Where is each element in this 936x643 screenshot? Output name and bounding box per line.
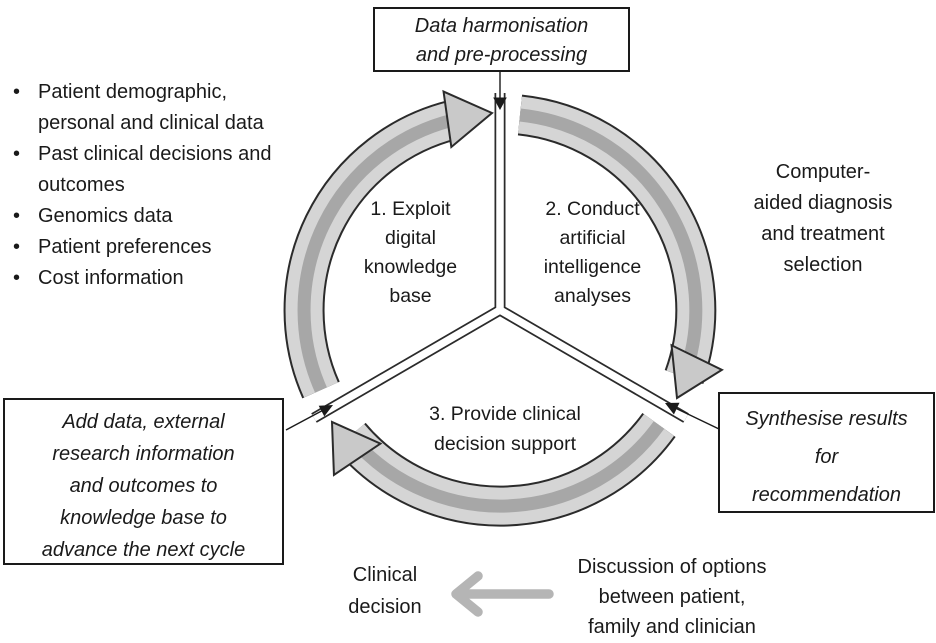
step-text: 1. Exploit	[370, 198, 451, 220]
cycle-step-2-label: 2. Conduct artificial intelligence analy…	[520, 195, 665, 311]
step-text: base	[389, 285, 432, 307]
label-text: Computer-	[775, 161, 871, 183]
cycle-arrowhead-right-icon	[670, 343, 724, 400]
bullet-icon	[8, 232, 38, 263]
cycle-arrowhead-top-icon	[442, 89, 494, 149]
data-harmonisation-box: Data harmonisation and pre-processing	[373, 7, 630, 72]
label-text: selection	[783, 254, 863, 276]
list-item: Genomics data	[8, 201, 328, 232]
cycle-divider-spokes	[311, 93, 689, 423]
bullet-icon	[8, 139, 38, 201]
box-text: research information	[52, 443, 235, 465]
label-text: decision	[348, 596, 422, 618]
list-item-text: Past clinical decisions and	[38, 143, 272, 165]
add-data-box: Add data, external research information …	[3, 398, 284, 565]
label-text: aided diagnosis	[753, 192, 893, 214]
list-item: Past clinical decisions and outcomes	[8, 139, 328, 201]
box-text: knowledge base to	[60, 507, 227, 529]
cycle-step-3-label: 3. Provide clinical decision support	[395, 399, 615, 459]
step-text: digital	[385, 227, 436, 249]
list-item: Cost information	[8, 263, 328, 294]
bullet-icon	[8, 201, 38, 232]
box-text: Synthesise results	[745, 408, 908, 430]
step-text: decision support	[433, 433, 576, 455]
left-arrow-icon	[451, 571, 554, 617]
synthesise-results-box: Synthesise results for recommendation	[718, 392, 935, 513]
cycle-arc-segment-3	[334, 412, 676, 527]
cycle-arc-segment-1	[283, 100, 459, 399]
clinical-decision-label: Clinical decision	[325, 559, 445, 623]
step-text: 2. Conduct	[545, 198, 640, 220]
list-item-text: Cost information	[38, 267, 184, 289]
list-item-text: Genomics data	[38, 205, 173, 227]
label-text: family and clinician	[588, 616, 756, 638]
bullet-icon	[8, 77, 38, 139]
flow-arrowhead-top-icon	[493, 97, 507, 110]
cycle-arc-segment-2	[517, 94, 717, 384]
list-item: Patient demographic, personal and clinic…	[8, 77, 328, 139]
cycle-arrowhead-left-icon	[330, 420, 383, 477]
box-text: and outcomes to	[69, 475, 218, 497]
step-text: analyses	[554, 285, 631, 307]
step-text: intelligence	[543, 256, 642, 278]
discussion-label: Discussion of options between patient, f…	[563, 552, 781, 642]
input-data-list: Patient demographic, personal and clinic…	[8, 77, 328, 294]
list-item-text: Patient demographic,	[38, 81, 228, 103]
box-text: Add data, external	[62, 411, 225, 433]
list-item: Patient preferences	[8, 232, 328, 263]
label-text: between patient,	[598, 586, 746, 608]
box-text: and pre-processing	[415, 44, 588, 66]
flow-arrowhead-right-icon	[665, 402, 680, 415]
bullet-icon	[8, 263, 38, 294]
label-text: Discussion of options	[577, 556, 767, 578]
box-text: advance the next cycle	[41, 539, 246, 561]
list-item-text: personal and clinical data	[38, 112, 264, 134]
cycle-step-1-label: 1. Exploit digital knowledge base	[338, 195, 483, 311]
flow-arrowhead-left-icon	[318, 405, 333, 417]
label-text: Clinical	[352, 564, 418, 586]
list-item-text: Patient preferences	[38, 236, 212, 258]
box-text: Data harmonisation	[414, 15, 589, 37]
step-text: knowledge	[363, 256, 458, 278]
box-text: for	[814, 446, 839, 468]
step-text: 3. Provide clinical	[429, 403, 581, 425]
label-text: and treatment	[761, 223, 885, 245]
step-text: artificial	[559, 227, 626, 249]
list-item-text: outcomes	[38, 174, 125, 196]
box-text: recommendation	[752, 484, 901, 506]
computer-aided-label: Computer- aided diagnosis and treatment …	[712, 157, 934, 281]
